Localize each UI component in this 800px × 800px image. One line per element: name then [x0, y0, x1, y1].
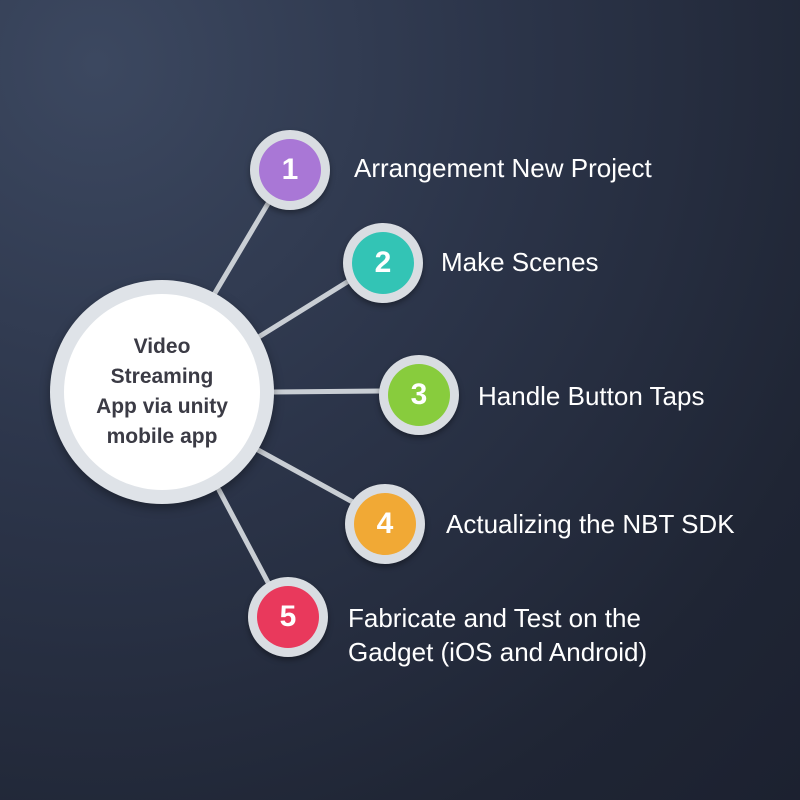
step-1-label: Arrangement New Project	[354, 151, 652, 185]
center-title-line-4: mobile app	[106, 425, 218, 448]
connector-1	[209, 187, 279, 301]
connector-4	[255, 447, 363, 509]
step-2-badge: 2	[352, 232, 414, 294]
step-1-circle: 1	[250, 130, 330, 210]
center-title-line-3: App via unity	[96, 395, 228, 418]
connector-3	[271, 388, 388, 395]
step-5-label-line-2: Gadget (iOS and Android)	[348, 637, 648, 667]
step-1-label-line-1: Arrangement New Project	[354, 153, 652, 183]
step-2-number: 2	[374, 246, 392, 279]
step-4-circle: 4	[345, 484, 425, 564]
step-5-number: 5	[279, 600, 297, 633]
step-5-label-line-1: Fabricate and Test on the	[348, 603, 641, 633]
step-2-label-line-1: Make Scenes	[441, 247, 599, 277]
step-4-badge: 4	[354, 493, 416, 555]
connector-2	[254, 271, 363, 341]
center-title-line-2: Streaming	[110, 365, 214, 388]
step-1-badge: 1	[259, 139, 321, 201]
center-hub-inner: Video Streaming App via unity mobile app	[64, 294, 260, 490]
step-2-circle: 2	[343, 223, 423, 303]
step-3-badge: 3	[388, 364, 450, 426]
step-5-label: Fabricate and Test on the Gadget (iOS an…	[348, 601, 647, 669]
step-1-number: 1	[281, 153, 299, 186]
center-title: Video Streaming App via unity mobile app	[87, 332, 237, 452]
step-4-number: 4	[376, 507, 394, 540]
step-5-circle: 5	[248, 577, 328, 657]
step-2-label: Make Scenes	[441, 245, 599, 279]
step-4-label: Actualizing the NBT SDK	[446, 507, 735, 541]
step-3-circle: 3	[379, 355, 459, 435]
connector-5	[216, 487, 275, 593]
step-3-label: Handle Button Taps	[478, 379, 704, 413]
center-hub: Video Streaming App via unity mobile app	[50, 280, 274, 504]
step-3-number: 3	[410, 378, 428, 411]
step-5-badge: 5	[257, 586, 319, 648]
step-3-label-line-1: Handle Button Taps	[478, 381, 705, 411]
step-4-label-line-1: Actualizing the NBT SDK	[446, 509, 735, 539]
center-title-line-1: Video	[133, 335, 191, 358]
